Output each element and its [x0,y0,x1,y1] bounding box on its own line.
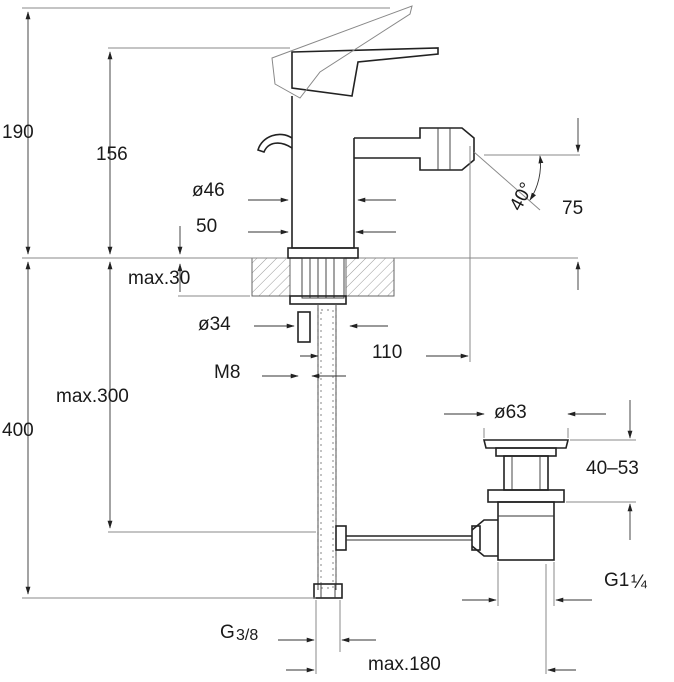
countertop-section [22,257,578,297]
dim-g3: G [220,622,235,643]
dim-40-53: 40–53 [586,458,639,479]
under-counter-hardware [289,257,472,599]
dim-dia46: ø46 [192,180,225,201]
dim-max180: max.180 [368,654,441,675]
dim-dia63: ø63 [494,402,527,423]
dim-190: 190 [2,122,34,143]
dim-156: 156 [96,144,128,165]
dim-75: 75 [562,198,583,219]
dim-g1: G1 [604,570,629,591]
dim-g3-fraction: 3/8 [236,627,258,644]
dim-50: 50 [196,216,217,237]
dim-max30: max.30 [128,268,190,289]
dim-g1-fraction: ¼ [631,572,648,593]
extension-lines [22,7,636,674]
dim-dia34: ø34 [198,314,231,335]
dimension-labels: 190 156 400 max.300 ø46 50 max.30 ø34 M8… [2,122,648,675]
dim-max300: max.300 [56,386,129,407]
dim-110: 110 [372,342,402,363]
dimension-lines [25,11,633,673]
dim-400: 400 [2,420,34,441]
dim-m8: M8 [214,362,240,383]
waste-drain [471,439,570,561]
faucet-body [257,5,475,259]
